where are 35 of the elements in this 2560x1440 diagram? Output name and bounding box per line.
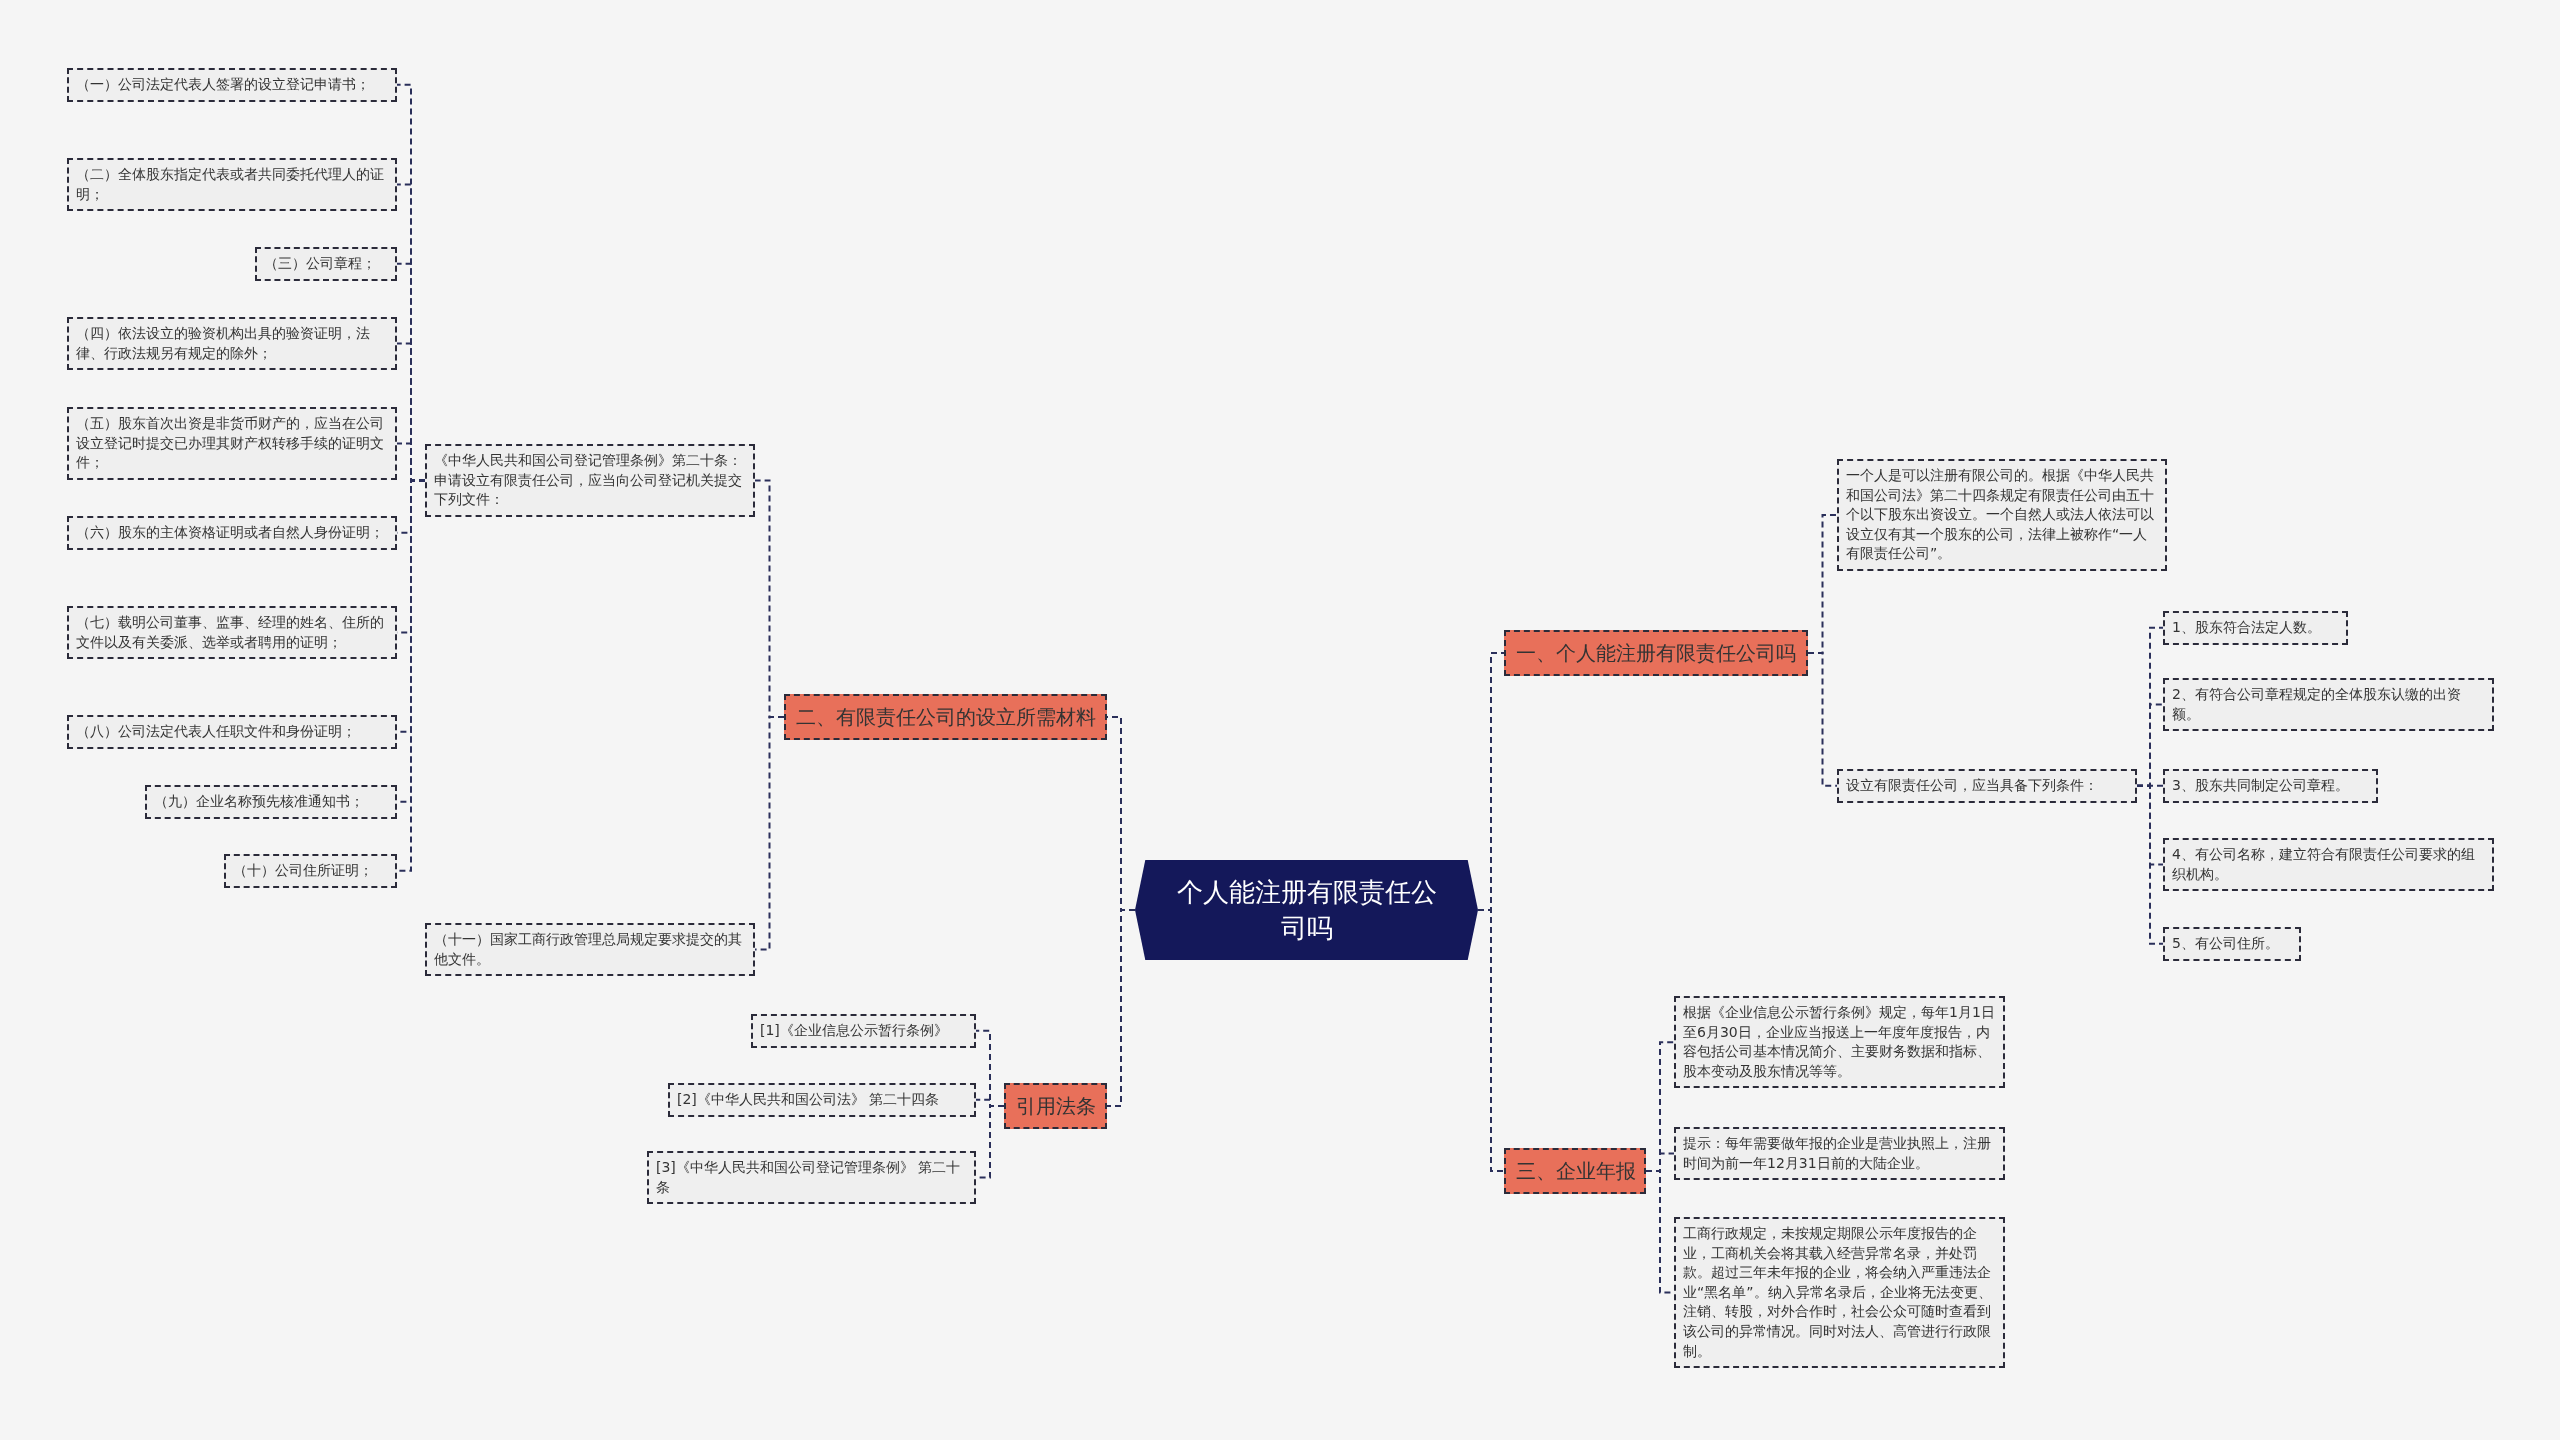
- note-box: （九）企业名称预先核准通知书；: [145, 785, 397, 819]
- note-box: （二）全体股东指定代表或者共同委托代理人的证明；: [67, 158, 397, 212]
- topic-box: 二、有限责任公司的设立所需材料: [784, 694, 1107, 740]
- note-box: 4、有公司名称，建立符合有限责任公司要求的组织机构。: [2163, 838, 2494, 892]
- topic-box: 引用法条: [1004, 1083, 1107, 1129]
- note-box: [2]《中华人民共和国公司法》 第二十四条: [668, 1083, 976, 1117]
- connector-line: [1477, 909, 1505, 1172]
- note-box: 3、股东共同制定公司章程。: [2163, 769, 2378, 803]
- note-box: 根据《企业信息公示暂行条例》规定，每年1月1日至6月30日，企业应当报送上一年度年度报告，内容包括公司基本情况简介、主要财务数据和指标、股本变动及股东情况等等。: [1674, 996, 2005, 1089]
- note-box: 提示：每年需要做年报的企业是营业执照上，注册时间为前一年12月31日前的大陆企业。: [1674, 1127, 2005, 1181]
- connector-line: [2136, 784, 2164, 945]
- note-box: 2、有符合公司章程规定的全体股东认缴的出资额。: [2163, 678, 2494, 732]
- note-box: 《中华人民共和国公司登记管理条例》第二十条：申请设立有限责任公司，应当向公司登记机关提交下列文件：: [425, 444, 755, 517]
- connector-line: [1106, 909, 1136, 1107]
- central-topic: 个人能注册有限责任公司吗: [1135, 860, 1478, 960]
- connector-line: [754, 716, 785, 951]
- topic-box: 一、个人能注册有限责任公司吗: [1504, 630, 1808, 676]
- note-box: （三）公司章程；: [255, 247, 397, 281]
- note-box: 工商行政规定，未按规定期限公示年度报告的企业，工商机关会将其载入经营异常名录，并处罚款。超过三年未年报的企业，将会纳入严重违法企业“黑名单”。纳入异常名录后，企业将无法变更、注销、转股，对外合作时，社会公众可随时查看到该公司的异常情况。同时对法人、高管进行行政限制。: [1674, 1217, 2005, 1369]
- note-box: 5、有公司住所。: [2163, 927, 2301, 961]
- note-box: （十）公司住所证明；: [224, 854, 397, 888]
- note-box: [3]《中华人民共和国公司登记管理条例》 第二十条: [647, 1151, 976, 1205]
- note-box: （十一）国家工商行政管理总局规定要求提交的其他文件。: [425, 923, 755, 977]
- note-box: 一个人是可以注册有限公司的。根据《中华人民共和国公司法》第二十四条规定有限责任公司由五十个以下股东出资设立。一个自然人或法人依法可以设立仅有其一个股东的公司，法律上被称作“一人有限责任公司”。: [1837, 459, 2167, 571]
- note-box: （四）依法设立的验资机构出具的验资证明，法律、行政法规另有规定的除外；: [67, 317, 397, 371]
- note-box: （一）公司法定代表人签署的设立登记申请书；: [67, 68, 397, 102]
- note-box: （七）载明公司董事、监事、经理的姓名、住所的文件以及有关委派、选举或者聘用的证明；: [67, 606, 397, 660]
- note-box: 设立有限责任公司，应当具备下列条件：: [1837, 769, 2137, 803]
- note-box: （六）股东的主体资格证明或者自然人身份证明；: [67, 516, 397, 550]
- note-box: （五）股东首次出资是非货币财产的，应当在公司设立登记时提交已办理其财产权转移手续的证明文件；: [67, 407, 397, 480]
- note-box: [1]《企业信息公示暂行条例》: [751, 1014, 976, 1048]
- connector-line: [1807, 652, 1838, 787]
- note-box: 1、股东符合法定人数。: [2163, 611, 2348, 645]
- note-box: （八）公司法定代表人任职文件和身份证明；: [67, 715, 397, 749]
- topic-box: 三、企业年报: [1504, 1148, 1646, 1194]
